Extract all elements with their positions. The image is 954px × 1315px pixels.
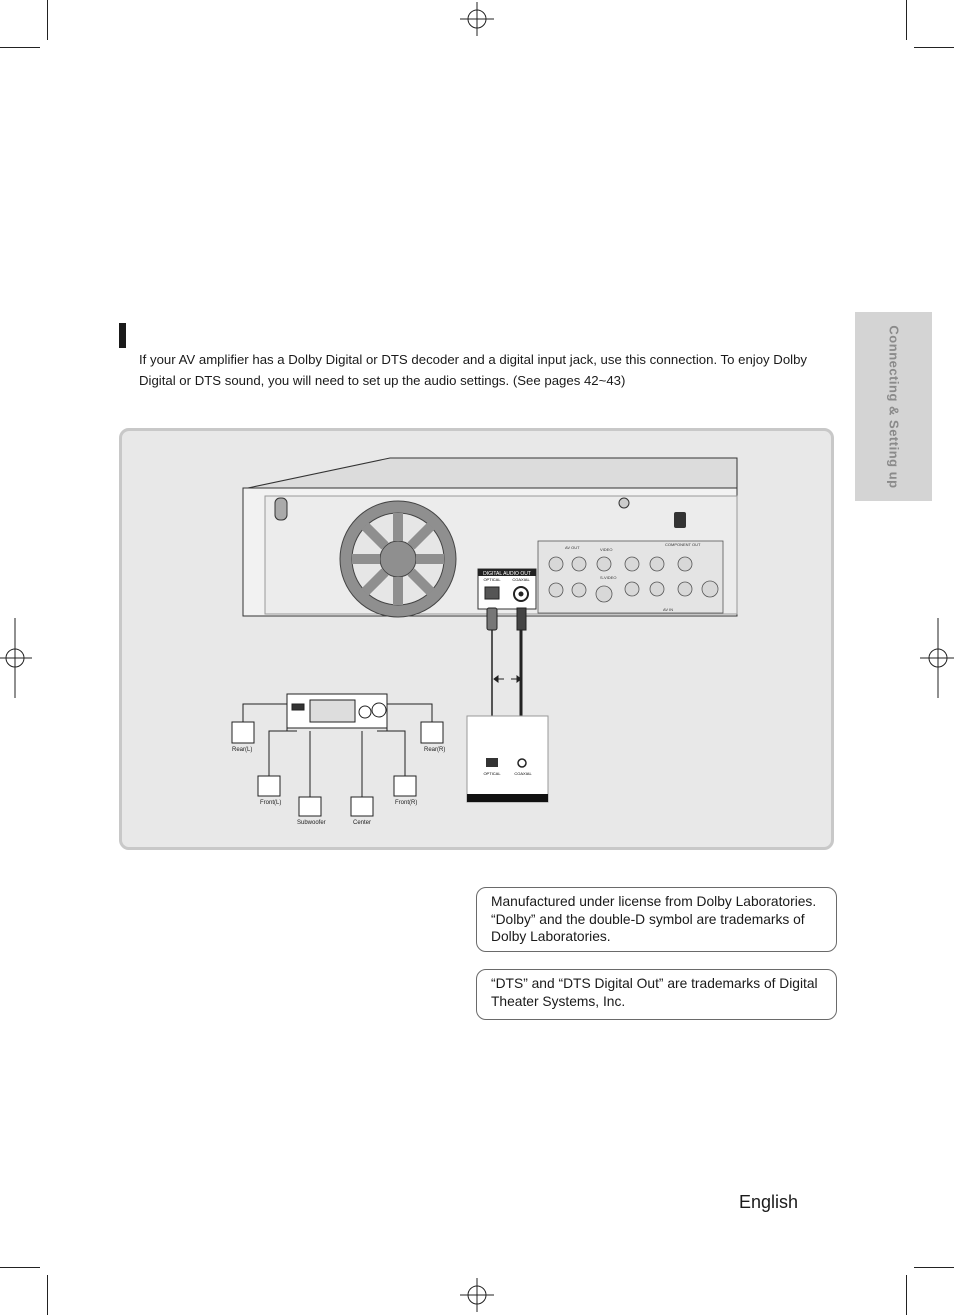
section-heading-bar — [119, 323, 126, 348]
dolby-trademark-note: Manufactured under license from Dolby La… — [476, 887, 837, 952]
connection-diagram: DIGITAL AUDIO OUT OPTICAL COAXIAL AV OUT… — [119, 428, 834, 850]
connection-illustration: DIGITAL AUDIO OUT OPTICAL COAXIAL AV OUT… — [231, 457, 738, 826]
amplifier-input-box: OPTICAL COAXIAL — [466, 715, 549, 803]
av-out-label: AV OUT — [565, 545, 580, 550]
optical-port-label: OPTICAL — [483, 577, 501, 582]
fan-icon — [339, 500, 457, 618]
s-video-label: S-VIDEO — [600, 575, 616, 580]
amp-coaxial-label: COAXIAL — [514, 771, 532, 776]
dts-trademark-note: “DTS” and “DTS Digital Out” are trademar… — [476, 969, 837, 1020]
speaker-rear-l-label: Rear(L) — [232, 747, 252, 753]
section-side-tab: Connecting & Setting up — [855, 312, 932, 501]
component-out-label: COMPONENT OUT — [665, 542, 701, 547]
amp-optical-label: OPTICAL — [483, 771, 501, 776]
or-arrows — [493, 675, 522, 683]
recycle-icon — [674, 512, 686, 528]
side-tab-label: Connecting & Setting up — [886, 324, 901, 489]
coaxial-port-label: COAXIAL — [512, 577, 530, 582]
digital-audio-out-label: DIGITAL AUDIO OUT — [483, 571, 531, 577]
digital-audio-out-panel: DIGITAL AUDIO OUT OPTICAL COAXIAL — [477, 568, 537, 610]
speaker-rear-r-label: Rear(R) — [424, 747, 445, 753]
footer-language: English — [739, 1192, 799, 1212]
av-in-label: AV IN — [663, 607, 673, 612]
speaker-center-label: Center — [353, 820, 371, 826]
av-receiver — [286, 693, 388, 731]
av-jack-panel: AV OUT VIDEO COMPONENT OUT AV IN S-VIDEO — [537, 540, 724, 614]
speakers — [231, 721, 444, 817]
speaker-front-l-label: Front(L) — [260, 800, 281, 806]
speaker-subwoofer-label: Subwoofer — [297, 820, 326, 826]
speaker-wires — [242, 703, 433, 797]
intro-paragraph: If your AV amplifier has a Dolby Digital… — [139, 352, 808, 388]
video-label: VIDEO — [600, 547, 612, 552]
speaker-front-r-label: Front(R) — [395, 800, 417, 806]
